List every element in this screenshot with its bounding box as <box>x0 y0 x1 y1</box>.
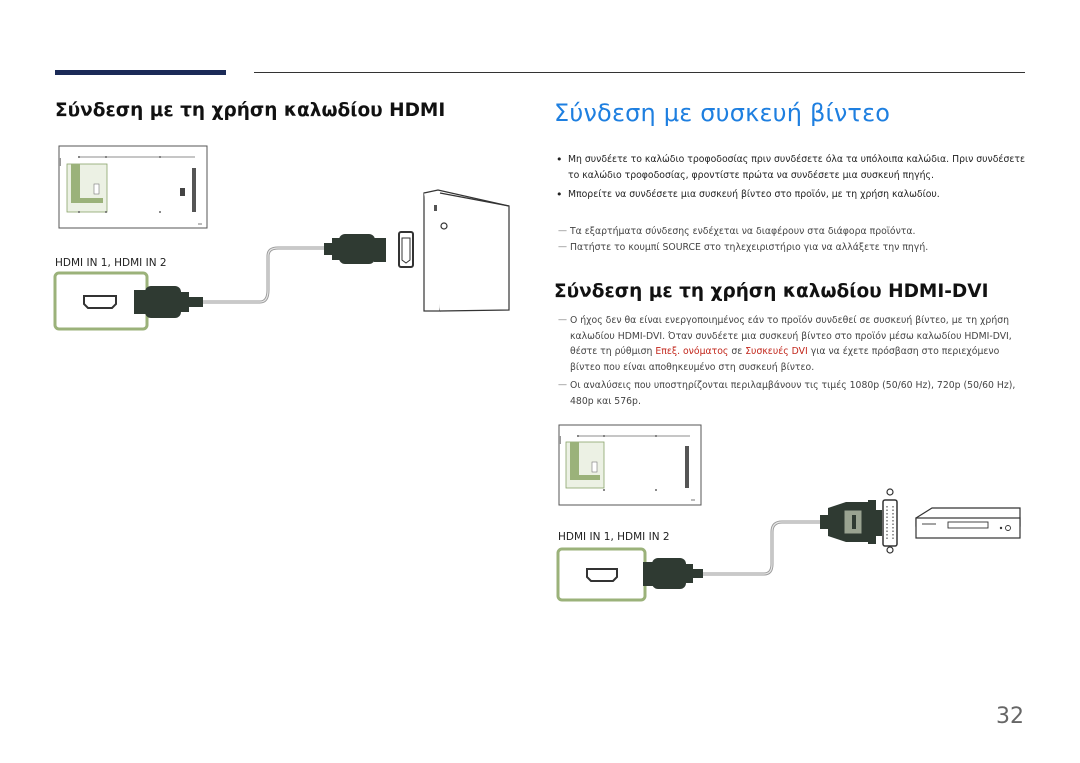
hdmi-plug-port-side <box>134 286 203 318</box>
note-item-audio: Ο ήχος δεν θα είναι ενεργοποιημένος εάν … <box>558 313 1024 375</box>
header-accent-bar <box>55 70 226 75</box>
hdmi-connection-diagram <box>53 145 510 331</box>
monitor-back-panel-icon <box>58 145 208 229</box>
note-item: Τα εξαρτήματα σύνδεσης ενδέχεται να διαφ… <box>558 224 1024 240</box>
hdmi-port-label: HDMI IN 1, HDMI IN 2 <box>55 257 167 269</box>
setting-name-highlight: Επεξ. ονόματος <box>655 346 729 357</box>
video-device-subnotes: Τα εξαρτήματα σύνδεσης ενδέχεται να διαφ… <box>558 224 1024 255</box>
section-title-hdmi: Σύνδεση με τη χρήση καλωδίου HDMI <box>55 100 446 121</box>
bullet-item: Μη συνδέετε το καλώδιο τροφοδοσίας πριν … <box>554 152 1026 183</box>
note-item: Πατήστε το κουμπί SOURCE στο τηλεχειριστ… <box>558 240 1024 256</box>
setting-value-highlight: Συσκευές DVI <box>745 346 808 357</box>
bullet-item: Μπορείτε να συνδέσετε μια συσκευή βίντεο… <box>554 187 1026 203</box>
pc-tower-icon <box>423 189 510 312</box>
hdmi-dvi-connection-diagram <box>556 424 1021 602</box>
monitor-back-panel-icon <box>558 424 702 506</box>
page-title: Σύνδεση με συσκευή βίντεο <box>554 99 891 127</box>
header-rule <box>254 72 1025 73</box>
note-item-resolutions: Οι αναλύσεις που υποστηρίζονται περιλαμβ… <box>558 378 1024 409</box>
dvd-player-icon <box>915 507 1021 539</box>
section-title-hdmi-dvi: Σύνδεση με τη χρήση καλωδίου HDMI-DVI <box>554 281 989 302</box>
dvi-socket-icon <box>882 488 898 554</box>
pc-hdmi-socket-icon <box>398 231 414 268</box>
dvi-plug-icon <box>820 500 882 544</box>
hdmi-port-icon <box>556 547 647 602</box>
page-number: 32 <box>996 704 1024 729</box>
hdmi-plug-pc-side <box>324 234 386 264</box>
hdmi-plug-port-side <box>643 558 703 589</box>
hdmi-port-icon <box>53 271 149 331</box>
hdmi-dvi-port-label: HDMI IN 1, HDMI IN 2 <box>558 531 670 543</box>
hdmi-dvi-notes: Ο ήχος δεν θα είναι ενεργοποιημένος εάν … <box>558 313 1024 412</box>
video-device-notes: Μη συνδέετε το καλώδιο τροφοδοσίας πριν … <box>554 152 1026 207</box>
